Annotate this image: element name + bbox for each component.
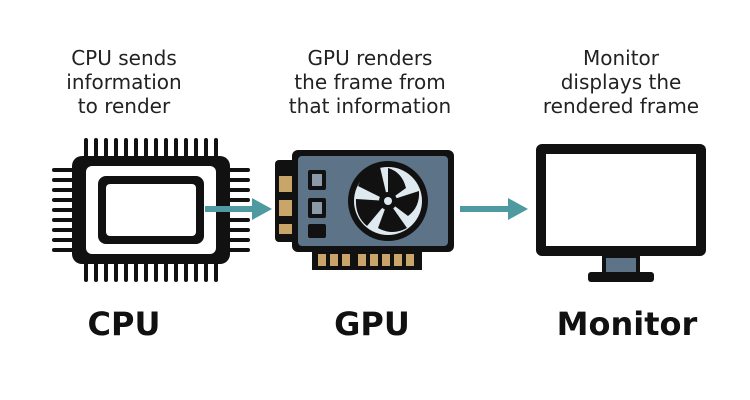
cpu-chip-icon xyxy=(52,138,250,282)
cpu-description-line: to render xyxy=(77,94,171,118)
cpu-description-line: CPU sends xyxy=(71,46,177,70)
gpu-label: GPU xyxy=(334,305,410,343)
monitor-icon xyxy=(536,144,706,282)
monitor-description-line: displays the xyxy=(560,70,682,94)
monitor-description-line: rendered frame xyxy=(542,94,700,118)
gpu-step-description: GPU renders the frame from that informat… xyxy=(250,46,490,118)
monitor-step-description: Monitor displays the rendered frame xyxy=(501,46,741,118)
cpu-label: CPU xyxy=(87,305,161,343)
gpu-description-line: GPU renders xyxy=(307,46,433,70)
graphics-card-icon xyxy=(275,150,454,270)
monitor-label: Monitor xyxy=(556,305,698,343)
gpu-description-line: the frame from xyxy=(294,70,446,94)
gpu-description-line: that information xyxy=(288,94,452,118)
arrow-cpu-to-gpu xyxy=(205,198,272,220)
monitor-description-line: Monitor xyxy=(582,46,660,70)
cpu-description-line: information xyxy=(66,70,182,94)
arrow-gpu-to-monitor xyxy=(460,198,528,220)
cpu-step-description: CPU sends information to render xyxy=(4,46,244,118)
